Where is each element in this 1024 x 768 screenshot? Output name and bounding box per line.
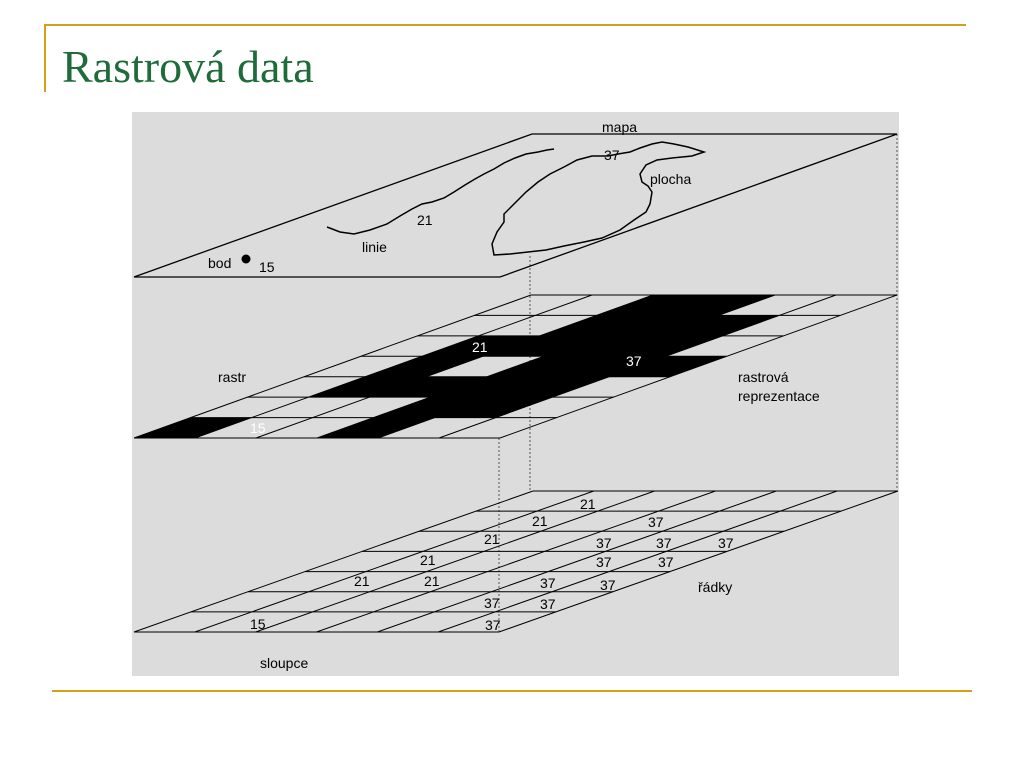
grid-cell-value: 37 [596, 554, 612, 570]
top-rule [44, 24, 966, 26]
raster-filled-cell [539, 315, 658, 336]
grid-column-line [194, 490, 594, 633]
grid-cell-value: 37 [484, 595, 500, 611]
map-title: mapa [602, 119, 637, 135]
raster-filled-cell [308, 376, 427, 398]
area-value: 37 [604, 147, 620, 163]
rows-label: řádky [698, 579, 732, 595]
grid-layer: 21 21 37 21 37 37 37 21 37 37 21 21 37 3… [133, 490, 899, 671]
raster-layer: rastr rastrová reprezentace 21 37 15 [133, 294, 898, 439]
grid-cell-value: 15 [250, 616, 266, 632]
grid-column-line [255, 490, 655, 633]
grid-column-line [499, 294, 898, 439]
grid-cell-value: 21 [420, 552, 436, 568]
point-value: 15 [259, 259, 275, 275]
raster-filled-cell [491, 376, 610, 398]
raster-filled-cell [430, 376, 549, 398]
grid-cell-value: 21 [532, 513, 548, 529]
bottom-rule [52, 690, 972, 692]
grid-column-line [377, 294, 776, 439]
raster-filled-cells [134, 295, 780, 438]
raster-cell-15: 15 [250, 420, 266, 436]
columns-label: sloupce [260, 655, 308, 671]
grid-cell-value: 37 [656, 535, 672, 551]
area-label: plocha [650, 171, 691, 187]
grid-column-line [133, 294, 532, 439]
grid-column-line [316, 294, 715, 439]
grid-cell-value: 37 [540, 596, 556, 612]
raster-cell-37: 37 [626, 353, 642, 369]
raster-filled-cell [434, 397, 553, 418]
diagram-svg: mapa 37 plocha 21 linie bod 15 rastr ras… [133, 119, 899, 671]
grid-cell-value: 37 [658, 554, 674, 570]
raster-filled-cell [543, 335, 662, 357]
grid-cell-value: 37 [600, 577, 616, 593]
grid-cell-value: 21 [580, 496, 596, 512]
map-plane [133, 133, 898, 278]
raster-grid [133, 294, 898, 439]
raster-filled-cell [421, 335, 540, 357]
raster-filled-cell [134, 417, 252, 438]
point-label: bod [208, 255, 231, 271]
raster-filled-cell [661, 315, 780, 336]
raster-filled-cell [482, 335, 601, 357]
grid-column-line [194, 294, 593, 439]
raster-cell-21: 21 [472, 339, 488, 355]
raster-filled-cell [548, 356, 666, 377]
raster-filled-cell [317, 417, 435, 438]
grid-column-line [438, 490, 838, 633]
area-feature [491, 141, 707, 256]
grid-cell-value: 37 [485, 617, 501, 633]
line-label: linie [362, 239, 387, 255]
raster-filled-cell [609, 356, 727, 377]
raster-filled-cell [604, 335, 723, 357]
grid-cell-value: 37 [540, 575, 556, 591]
left-rule [44, 24, 46, 92]
raster-right-label-line1: rastrová [738, 369, 789, 385]
raster-filled-cell [657, 295, 775, 316]
line-value: 21 [417, 212, 433, 228]
grid-column-line [255, 294, 654, 439]
raster-filled-cell [365, 356, 483, 377]
raster-diagram: mapa 37 plocha 21 linie bod 15 rastr ras… [132, 112, 899, 676]
slide-title: Rastrová data [62, 41, 314, 92]
grid-cell-values: 21 21 37 21 37 37 37 21 37 37 21 21 37 3… [250, 496, 734, 633]
grid-lines [133, 490, 899, 633]
grid-column-line [377, 490, 777, 633]
raster-filled-cell [373, 397, 492, 418]
raster-filled-cell [596, 295, 714, 316]
map-layer: mapa 37 plocha 21 linie bod 15 [133, 119, 898, 278]
grid-cell-value: 37 [596, 535, 612, 551]
grid-column-line [316, 490, 716, 633]
point-feature [241, 254, 251, 264]
raster-filled-cell [600, 315, 719, 336]
raster-filled-cell [369, 376, 488, 398]
grid-cell-value: 21 [424, 573, 440, 589]
grid-column-line [438, 294, 837, 439]
grid-cell-value: 21 [484, 531, 500, 547]
grid-column-line [133, 490, 534, 633]
grid-cell-value: 21 [354, 573, 370, 589]
raster-label: rastr [218, 369, 246, 385]
line-feature [326, 148, 555, 235]
grid-cell-value: 37 [648, 514, 664, 530]
raster-right-label-line2: reprezentace [738, 388, 820, 404]
raster-filled-cell [487, 356, 605, 377]
grid-cell-value: 37 [718, 535, 734, 551]
grid-column-line [498, 490, 899, 633]
